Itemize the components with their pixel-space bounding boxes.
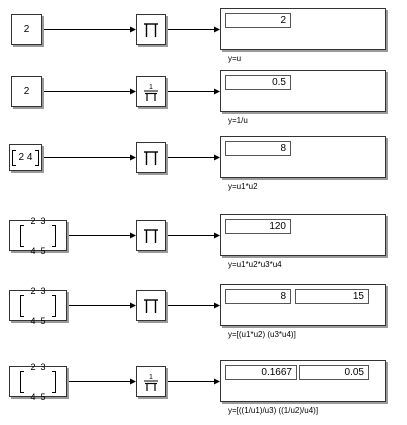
right-bracket (52, 294, 56, 317)
constant-value: 2 (23, 86, 30, 97)
signal-line-to-display[interactable] (166, 88, 220, 95)
matrix-value: 2 3 4 5 (24, 342, 52, 422)
display-block[interactable]: 0.5 (220, 70, 386, 112)
annotation-label: y=1/u (228, 116, 248, 125)
product-icon (144, 22, 158, 37)
signal-line-to-display-arrowhead (214, 302, 220, 309)
annotation-label: y=u1*u2 (228, 182, 258, 191)
constant-block[interactable]: 2 3 4 5 (9, 216, 67, 256)
display-value: 15 (295, 289, 369, 304)
signal-line-to-operator[interactable] (67, 232, 136, 239)
signal-line-to-operator[interactable] (42, 26, 136, 33)
matrix-value: 2 3 4 5 (24, 196, 52, 276)
product-block[interactable] (136, 142, 166, 173)
constant-block[interactable]: 2 3 4 5 (9, 286, 67, 326)
annotation-label: y=[((1/u1)/u3) ((1/u2)/u4)] (228, 406, 319, 415)
display-block[interactable]: 8 15 (220, 284, 386, 326)
left-bracket (19, 294, 24, 317)
display-value: 8 (225, 289, 291, 304)
signal-line-to-operator[interactable] (67, 302, 136, 309)
constant-block[interactable]: 2 3 4 5 (9, 362, 67, 402)
matrix-value: 2 3 4 5 (24, 266, 52, 346)
display-value: 120 (225, 219, 291, 234)
signal-line-to-operator-arrowhead (130, 88, 136, 95)
divide-block[interactable]: 1 (136, 366, 166, 397)
matrix-row: 2 3 (30, 215, 46, 226)
divide-product-icon: 1 (144, 374, 158, 391)
left-bracket (11, 149, 16, 166)
constant-block[interactable]: 2 4 (9, 144, 42, 171)
right-bracket (52, 224, 56, 247)
constant-value: 2 (23, 24, 30, 35)
divide-block[interactable]: 1 (136, 76, 166, 107)
signal-line-to-operator-arrowhead (130, 378, 136, 385)
signal-line-to-display-arrowhead (214, 26, 220, 33)
display-value: 2 (225, 13, 291, 28)
display-block[interactable]: 2 (220, 8, 386, 50)
annotation-label: y=u (228, 54, 242, 63)
right-bracket (52, 370, 56, 393)
svg-text:1: 1 (149, 84, 153, 91)
left-bracket (19, 370, 24, 393)
signal-line-to-operator-arrowhead (130, 154, 136, 161)
display-value: 0.1667 (225, 365, 297, 380)
display-value: 0.5 (225, 75, 291, 90)
signal-line-to-display-arrowhead (214, 378, 220, 385)
product-block[interactable] (136, 14, 166, 45)
matrix-row: 4 5 (30, 391, 46, 402)
display-value: 8 (225, 141, 291, 156)
signal-line-to-display-arrowhead (214, 232, 220, 239)
vector-text: 2 4 (18, 152, 33, 163)
product-icon (144, 298, 158, 313)
signal-line-to-display-arrowhead (214, 154, 220, 161)
signal-line-to-operator[interactable] (42, 88, 136, 95)
constant-block[interactable]: 2 (11, 14, 42, 45)
product-icon (144, 150, 158, 165)
signal-line-to-display[interactable] (166, 26, 220, 33)
signal-line-to-display[interactable] (166, 154, 220, 161)
signal-line-to-operator[interactable] (42, 154, 136, 161)
annotation-label: y=u1*u2*u3*u4 (228, 260, 282, 269)
display-block[interactable]: 8 (220, 136, 386, 178)
right-bracket (35, 149, 40, 166)
product-block[interactable] (136, 220, 166, 251)
signal-line-to-display[interactable] (166, 302, 220, 309)
product-icon (144, 228, 158, 243)
signal-line-to-operator-arrowhead (130, 232, 136, 239)
signal-line-to-display-arrowhead (214, 88, 220, 95)
svg-text:1: 1 (149, 374, 153, 381)
signal-line-to-operator[interactable] (67, 378, 136, 385)
matrix-row: 2 3 (30, 285, 46, 296)
matrix-row: 4 5 (30, 245, 46, 256)
display-value: 0.05 (299, 365, 369, 380)
left-bracket (19, 224, 24, 247)
product-block[interactable] (136, 290, 166, 321)
constant-block[interactable]: 2 (11, 76, 42, 107)
annotation-label: y=[(u1*u2) (u3*u4)] (228, 330, 296, 339)
signal-line-to-operator-arrowhead (130, 302, 136, 309)
matrix-row: 2 3 (30, 361, 46, 372)
vector-value: 2 4 (11, 149, 40, 166)
matrix-row: 4 5 (30, 315, 46, 326)
signal-line-to-display[interactable] (166, 378, 220, 385)
signal-line-to-display[interactable] (166, 232, 220, 239)
signal-line-to-operator-arrowhead (130, 26, 136, 33)
divide-product-icon: 1 (144, 84, 158, 101)
display-block[interactable]: 120 (220, 214, 386, 256)
